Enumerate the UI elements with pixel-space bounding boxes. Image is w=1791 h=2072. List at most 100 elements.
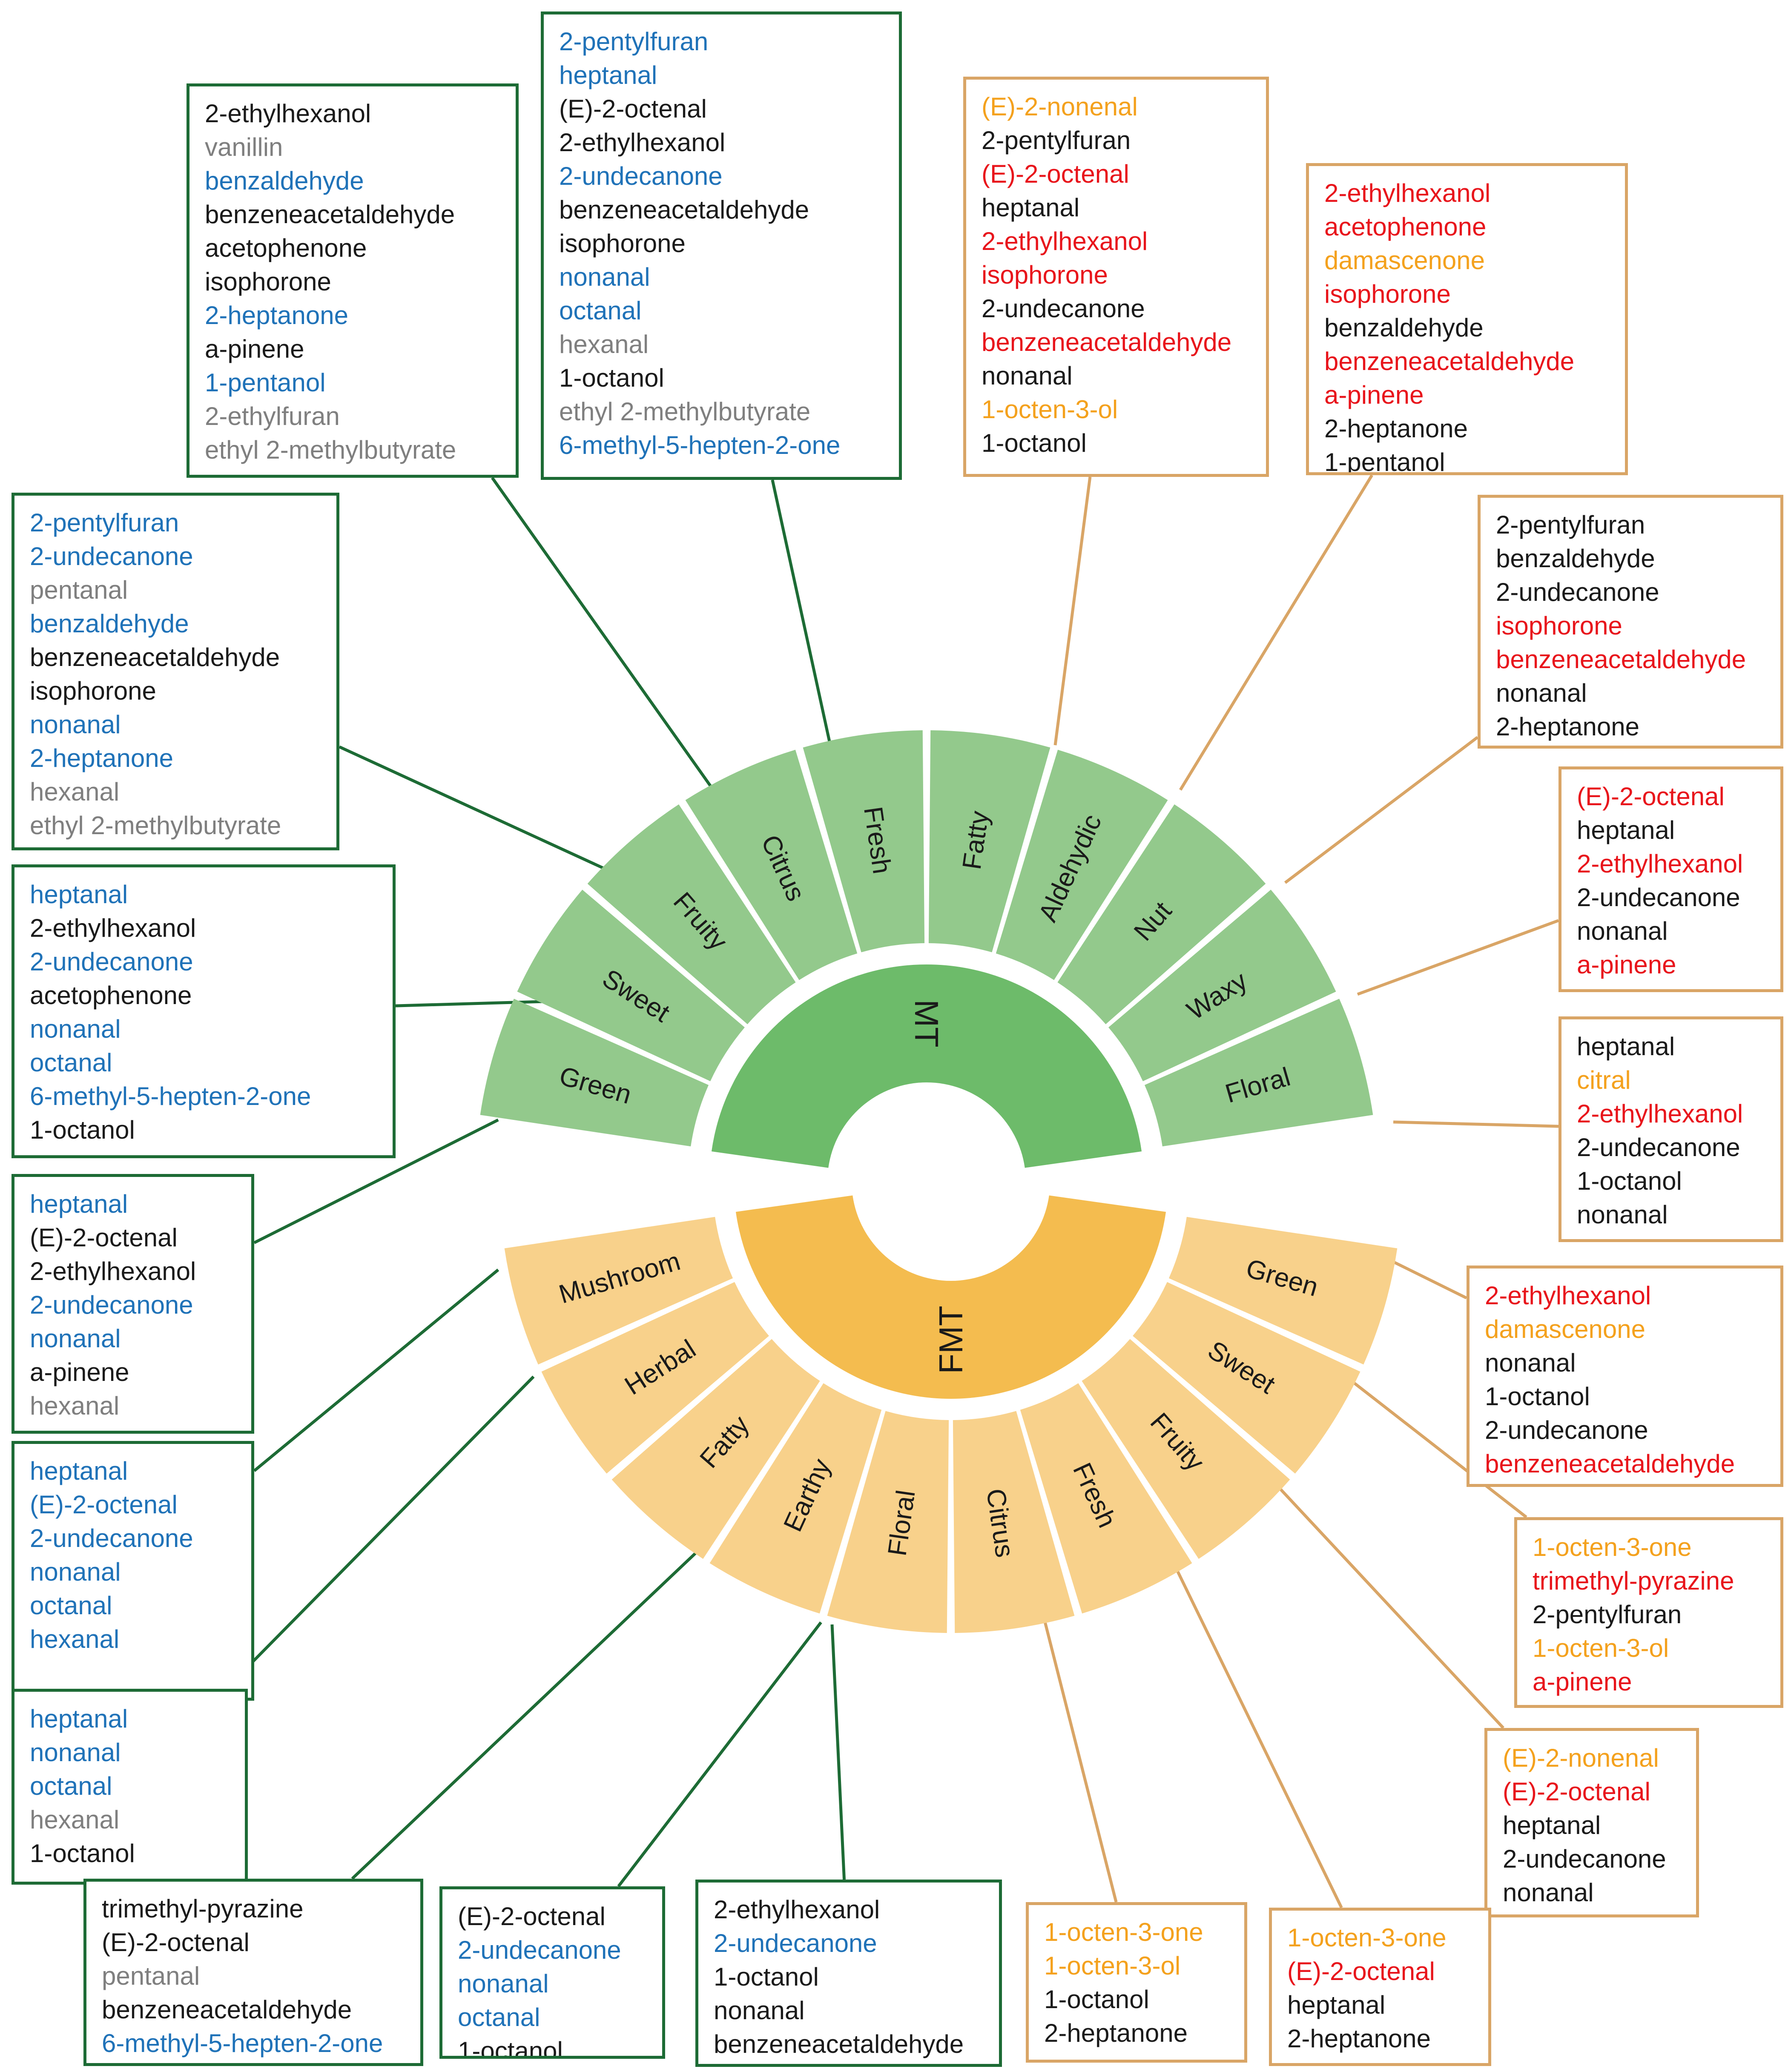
mt-sector-fruity (587, 804, 796, 1025)
compound-label: hexanal (559, 330, 649, 359)
compound-label: a-pinene (205, 335, 304, 363)
compound-label: 2-heptanone (1287, 2024, 1431, 2053)
compound-label: 1-octen-3-one (1287, 1923, 1447, 1952)
compound-label: 2-ethylfuran (205, 402, 340, 430)
compound-label: 1-octanol (1485, 1382, 1590, 1411)
mt-connector-nut (351, 1536, 714, 1880)
fmt-sector-herbal (541, 1282, 769, 1474)
compound-label: trimethyl-pyrazine (1533, 1567, 1734, 1595)
compound-label: hexanal (30, 1392, 120, 1420)
compound-label: heptanal (1503, 1811, 1601, 1840)
compound-label: (E)-2-octenal (1503, 1777, 1650, 1806)
compound-label: octanal (30, 1591, 112, 1620)
compound-label: 2-pentylfuran (982, 126, 1131, 155)
compound-label: 2-pentylfuran (1496, 511, 1645, 539)
compound-label: benzeneacetaldehyde (714, 2030, 964, 2058)
compound-label: (E)-2-nonenal (982, 92, 1138, 121)
compound-label: isophorone (1496, 611, 1622, 640)
compound-label: damascenone (1485, 1315, 1645, 1343)
compound-label: 2-undecanone (30, 542, 193, 571)
compound-label: acetophenone (30, 981, 192, 1010)
compound-label: heptanal (30, 1190, 128, 1218)
fmt-compound-box-green: (E)-2-nonenal 2-pentylfuran (E)-2-octenal h… (963, 77, 1269, 477)
compound-label: (E)-2-octenal (102, 1928, 250, 1957)
compound-label: 2-undecanone (30, 1291, 193, 1319)
fmt-center-label: FMT (932, 1306, 970, 1374)
compound-label: (E)-2-octenal (982, 160, 1129, 188)
compound-label: 2-ethylhexanol (559, 128, 726, 157)
fmt-sector-green (1168, 1217, 1398, 1365)
mt-sector-fatty (928, 730, 1050, 953)
compound-label: heptanal (559, 61, 657, 89)
fmt-sector-citrus (953, 1411, 1075, 1633)
mt-center-label: MT (908, 999, 945, 1047)
compound-label: 2-heptanone (1496, 712, 1639, 741)
compound-label: 1-octen-3-ol (1533, 1634, 1669, 1662)
compound-label: 2-undecanone (458, 1936, 621, 1964)
compound-label: acetophenone (205, 234, 367, 262)
compound-label: vanillin (205, 133, 283, 161)
compound-label: 1-octanol (1044, 1985, 1149, 2014)
compound-label: 1-octen-3-one (1044, 1918, 1203, 1946)
compound-label: 1-pentanol (1324, 448, 1445, 475)
compound-label: nonanal (30, 1738, 121, 1767)
compound-label: octanal (458, 2003, 540, 2032)
mt-sector-nut (1057, 804, 1266, 1025)
compound-label: ethyl 2-methylbutyrate (559, 397, 811, 426)
compound-label: benzaldehyde (30, 609, 189, 638)
mt-sector-sweet (517, 890, 745, 1082)
compound-label: benzeneacetaldehyde (559, 195, 809, 224)
compound-label: (E)-2-octenal (458, 1902, 606, 1931)
mt-connector-fruity (339, 745, 617, 876)
compound-label: heptanal (30, 1705, 128, 1733)
compound-label: 1-octanol (714, 1963, 819, 1991)
compound-label: 1-octen-3-ol (1044, 1951, 1181, 1980)
compound-label: benzeneacetaldehyde (1485, 1449, 1735, 1478)
compound-label: heptanal (1287, 1991, 1386, 2019)
compound-label: hexanal (30, 1805, 120, 1834)
compound-label: 2-undecanone (559, 162, 723, 190)
compound-label: 1-octanol (1577, 1167, 1682, 1195)
compound-label: heptanal (982, 193, 1080, 222)
compound-label: trimethyl-pyrazine (102, 1894, 304, 1923)
fmt-sector-floral (827, 1411, 949, 1633)
compound-label: acetophenone (1324, 212, 1487, 241)
compound-label: benzeneacetaldehyde (1496, 645, 1746, 674)
compound-label: 2-ethylhexanol (1577, 1099, 1743, 1128)
compound-label: 2-ethylhexanol (1577, 849, 1743, 878)
compound-label: pentanal (102, 1962, 200, 1990)
mt-connector-sweet (491, 476, 717, 794)
compound-label: nonanal (1577, 1200, 1668, 1229)
compound-label: isophorone (30, 677, 156, 705)
compound-label: benzeneacetaldehyde (102, 1995, 352, 2024)
compound-label: nonanal (1496, 679, 1587, 707)
compound-label: benzeneacetaldehyde (30, 643, 280, 672)
compound-label: citral (1577, 1066, 1631, 1094)
compound-label: 2-undecanone (1577, 883, 1740, 912)
compound-label: (E)-2-octenal (30, 1223, 178, 1252)
compound-label: 2-undecanone (982, 294, 1145, 323)
compound-label: 1-octen-3-ol (982, 395, 1118, 424)
fmt-sector-earthy (709, 1383, 882, 1614)
compound-label: nonanal (982, 362, 1073, 390)
compound-label: 2-ethylhexanol (982, 227, 1148, 255)
fmt-compound-box-herbal: 1-octen-3-one (E)-2-octenal heptanal 2-hept… (1269, 1908, 1491, 2066)
compound-label: (E)-2-octenal (30, 1490, 178, 1519)
compound-label: ethyl 2-methylbutyrate (30, 811, 281, 840)
compound-label: 2-heptanone (1324, 414, 1468, 443)
compound-label: nonanal (30, 1015, 121, 1043)
compound-label: 1-octanol (30, 1839, 135, 1868)
compound-label: (E)-2-octenal (1287, 1957, 1435, 1986)
mt-connector-fresh (253, 1118, 499, 1244)
compound-label: 1-octanol (559, 364, 664, 392)
